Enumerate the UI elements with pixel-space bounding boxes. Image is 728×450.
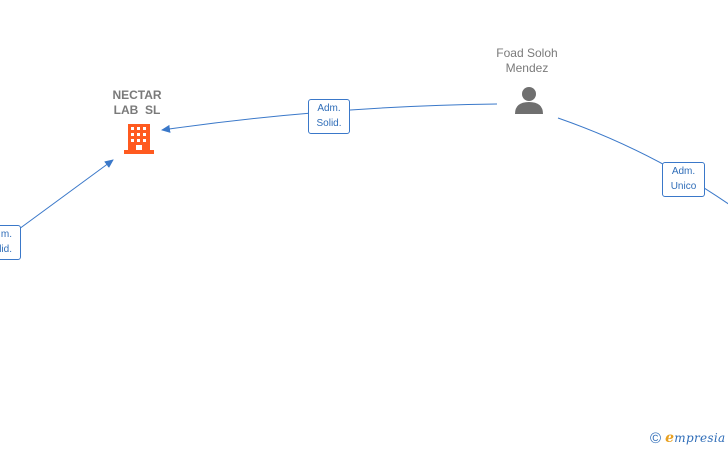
edge-label-partial-left[interactable]: m. lid.: [0, 225, 21, 260]
edge-label-line-1: Adm.: [671, 166, 696, 177]
company-node-label[interactable]: NECTAR LAB SL: [92, 88, 182, 118]
company-name-line-1: NECTAR: [112, 88, 162, 102]
edge-label-line-2: Unico: [670, 181, 697, 192]
edge-label-line-2: lid.: [0, 244, 12, 255]
person-name-line-1: Foad Soloh: [496, 46, 558, 60]
brand-logo[interactable]: empresia: [665, 430, 725, 446]
edge-label-line-2: Solid.: [316, 118, 342, 129]
person-node-label[interactable]: Foad Soloh Mendez: [472, 46, 582, 76]
copyright-icon: ©: [650, 429, 662, 447]
edge-label-adm-solid[interactable]: Adm. Solid.: [308, 99, 350, 134]
edge-label-line-1: m.: [0, 229, 12, 240]
edge-label-adm-unico[interactable]: Adm. Unico: [662, 162, 705, 197]
company-name-line-2: LAB SL: [113, 103, 161, 117]
brand-rest: mpresia: [674, 431, 726, 445]
edge-person-to-offscreen: [557, 117, 728, 205]
brand-initial: e: [665, 430, 675, 446]
person-name-line-2: Mendez: [505, 61, 549, 75]
edge-label-line-1: Adm.: [317, 103, 341, 114]
footer-brand: © empresia: [650, 429, 725, 447]
building-icon[interactable]: [124, 124, 154, 154]
person-icon[interactable]: [515, 87, 543, 114]
